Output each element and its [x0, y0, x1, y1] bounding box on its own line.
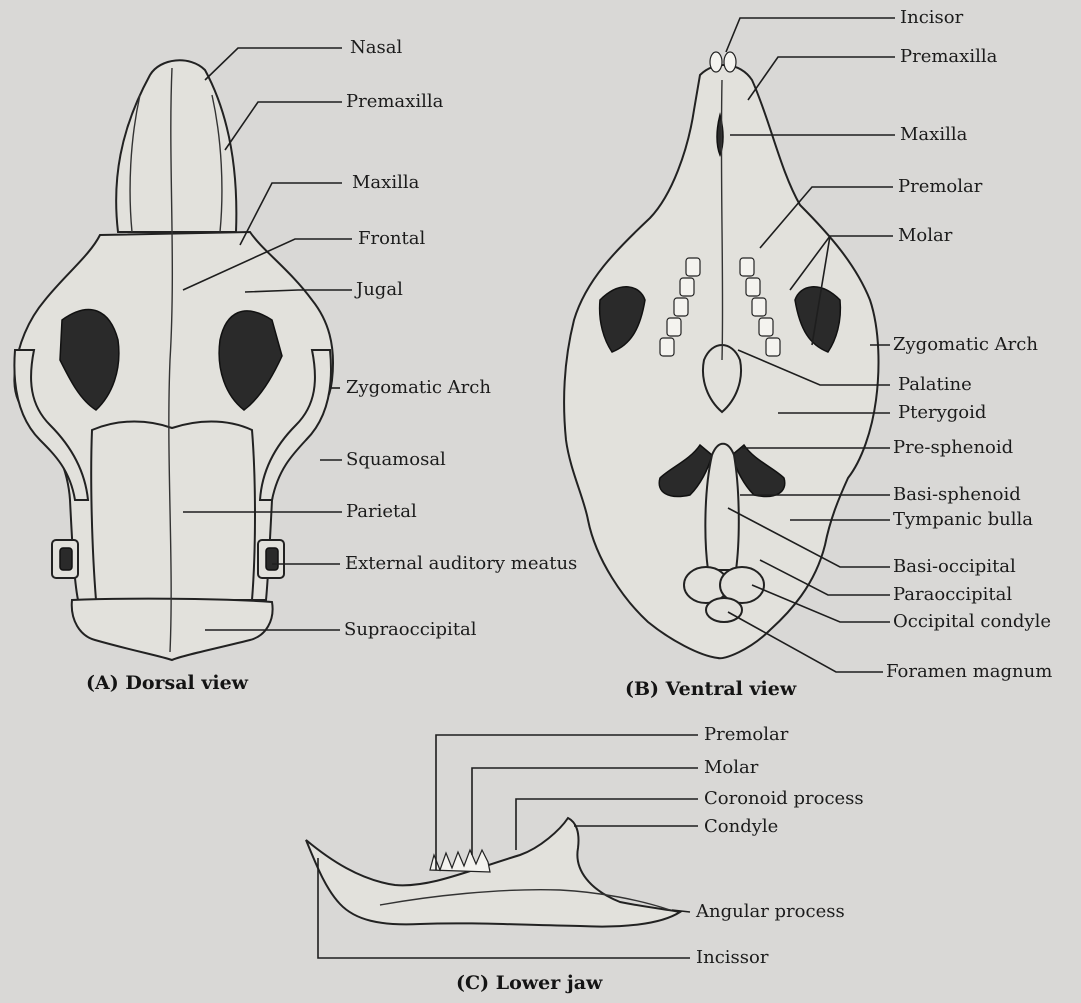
label-basi-occipital: Basi-occipital: [893, 557, 1016, 577]
label-basi-sphenoid: Basi-sphenoid: [893, 485, 1021, 505]
label-frontal: Frontal: [358, 229, 425, 249]
label-parietal: Parietal: [346, 502, 417, 522]
label-condyle: Condyle: [704, 817, 778, 837]
label-external-auditory-meatus: External auditory meatus: [345, 554, 577, 574]
label-nasal: Nasal: [350, 38, 402, 58]
label-premaxilla-ventral: Premaxilla: [900, 47, 997, 67]
label-paraoccipital: Paraoccipital: [893, 585, 1012, 605]
label-zygomatic-arch-ventral: Zygomatic Arch: [893, 335, 1038, 355]
label-pre-sphenoid: Pre-sphenoid: [893, 438, 1013, 458]
label-maxilla-ventral: Maxilla: [900, 125, 967, 145]
label-angular-process: Angular process: [696, 902, 845, 922]
label-premolar-ventral: Premolar: [898, 177, 982, 197]
label-occipital-condyle: Occipital condyle: [893, 612, 1051, 632]
ventral-skull: [564, 52, 878, 658]
label-premaxilla-dorsal: Premaxilla: [346, 92, 443, 112]
label-squamosal: Squamosal: [346, 450, 446, 470]
label-palatine: Palatine: [898, 375, 972, 395]
caption-dorsal-view: (A) Dorsal view: [86, 672, 248, 694]
caption-ventral-view: (B) Ventral view: [625, 678, 796, 700]
label-zygomatic-arch-dorsal: Zygomatic Arch: [346, 378, 491, 398]
lower-jaw: [306, 818, 680, 927]
label-tympanic-bulla: Tympanic bulla: [893, 510, 1033, 530]
label-molar-ventral: Molar: [898, 226, 952, 246]
label-molar-jaw: Molar: [704, 758, 758, 778]
label-premolar-jaw: Premolar: [704, 725, 788, 745]
dorsal-skull: [14, 60, 333, 660]
label-incissor: Incissor: [696, 948, 768, 968]
label-pterygoid: Pterygoid: [898, 403, 986, 423]
caption-lower-jaw: (C) Lower jaw: [456, 972, 602, 994]
label-maxilla-dorsal: Maxilla: [352, 173, 419, 193]
label-foramen-magnum: Foramen magnum: [886, 662, 1052, 682]
label-supraoccipital: Supraoccipital: [344, 620, 477, 640]
label-incisor: Incisor: [900, 8, 963, 28]
label-coronoid-process: Coronoid process: [704, 789, 864, 809]
label-jugal: Jugal: [356, 280, 403, 300]
